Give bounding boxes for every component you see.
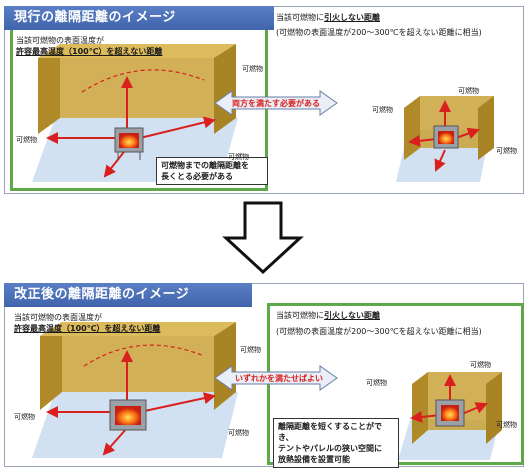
section-revised-title: 改正後の離隔距離のイメージ xyxy=(4,283,252,307)
current-label-combustible-1: 可燃物 xyxy=(242,65,263,73)
left-wall xyxy=(38,44,60,134)
current-callout: 可燃物までの離隔距離を 長くとる必要がある xyxy=(156,157,268,185)
revised-label-combustible-3: 可燃物 xyxy=(228,429,249,437)
revised-label-combustible-1: 可燃物 xyxy=(240,346,261,354)
revised-right-diagram xyxy=(398,372,502,460)
back-wall xyxy=(60,44,236,118)
revised-callout-line-3: 放熱設備を設置可能 xyxy=(278,455,350,464)
current-right-text-1: 当該可燃物に引火しない距離 xyxy=(276,13,380,22)
current-both-arrow xyxy=(214,90,338,116)
revised-callout-line-2: テントやパレルの狭い空間に xyxy=(278,444,382,453)
current-arrow-label: 両方を満たす必要がある xyxy=(232,99,320,108)
current-right-text-2: (可燃物の表面温度が200～300℃を超えない距離に相当) xyxy=(276,28,482,37)
current-right-diagram xyxy=(396,96,494,182)
current-label-combustible-3: 可燃物 xyxy=(228,153,249,161)
revised-left-diagram xyxy=(32,322,238,458)
revised-left-text-2: 許容最高温度（100℃）を超えない距離 xyxy=(14,324,161,333)
current-left-text-1: 当該可燃物の表面温度が xyxy=(16,36,104,45)
revised-right-text-2: (可燃物の表面温度が200～300℃を超えない距離に相当) xyxy=(276,327,482,336)
current-label-combustible-4: 可燃物 xyxy=(372,106,393,114)
revised-either-arrow xyxy=(214,365,338,391)
revised-label-combustible-6: 可燃物 xyxy=(496,421,517,429)
current-label-combustible-6: 可燃物 xyxy=(496,147,517,155)
stove-fire xyxy=(119,133,139,148)
revised-arrow-label: いずれかを満たせばよい xyxy=(235,374,323,383)
section-current-title: 現行の離隔距離のイメージ xyxy=(4,6,274,30)
dashed-range xyxy=(81,69,205,93)
revised-label-combustible-5: 可燃物 xyxy=(470,361,491,369)
current-callout-line-2: 長くとる必要がある xyxy=(161,172,233,181)
revised-callout-line-1: 離隔距離を短くすることができ、 xyxy=(278,422,382,442)
down-arrow-icon xyxy=(222,201,304,275)
current-label-combustible-2: 可燃物 xyxy=(16,136,37,144)
revised-label-combustible-4: 可燃物 xyxy=(366,379,387,387)
current-label-combustible-5: 可燃物 xyxy=(458,87,479,95)
revised-callout: 離隔距離を短くすることができ、 テントやパレルの狭い空間に 放熱設備を設置可能 xyxy=(273,418,399,468)
revised-left-text-1: 当該可燃物の表面温度が xyxy=(14,313,102,322)
revised-label-combustible-2: 可燃物 xyxy=(14,413,35,421)
current-callout-line-1: 可燃物までの離隔距離を xyxy=(161,161,249,170)
revised-right-text-1: 当該可燃物に引火しない距離 xyxy=(276,311,380,320)
current-left-text-2: 許容最高温度（100℃）を超えない距離 xyxy=(16,47,163,56)
